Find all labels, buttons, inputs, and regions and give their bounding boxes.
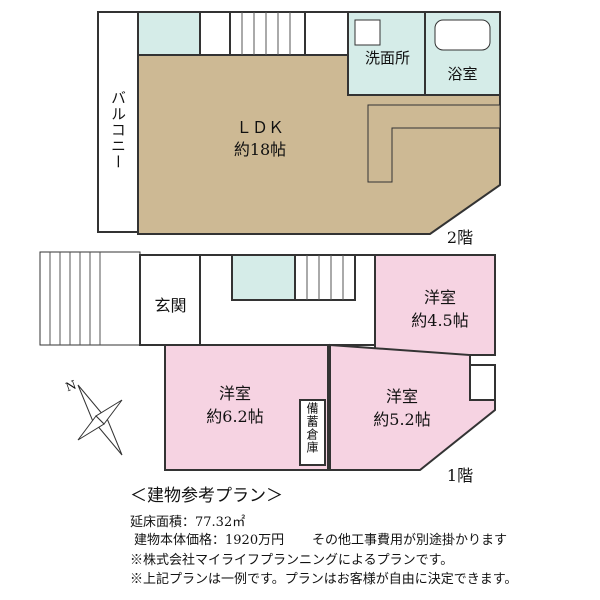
note-example: ※上記プランは一例です。プランはお客様が自由に決定できます。 (130, 572, 518, 587)
entrance-area (139, 254, 201, 346)
sink (354, 19, 381, 46)
bathtub (434, 19, 491, 51)
toilet-1f (231, 254, 296, 301)
balcony (97, 11, 139, 233)
ldk-name: ＬＤＫ (235, 118, 284, 137)
stairs-1f (294, 254, 356, 301)
room-c-name: 洋室 (385, 387, 418, 406)
entrance-label: 玄関 (154, 296, 187, 315)
first-floor (39, 251, 496, 471)
storage-area (299, 399, 326, 466)
ldk-size: 約18帖 (233, 140, 287, 159)
floor-area: 延床面積：77.32㎡ (130, 515, 246, 530)
floor1-label: 1階 (446, 466, 474, 485)
hall-2f (199, 11, 231, 56)
stair-lines-2f (241, 12, 291, 55)
note-planner: ※株式会社マイライフプランニングによるプランです。 (130, 553, 454, 568)
room-c-size: 約5.2帖 (373, 410, 431, 429)
kitchen-counter (367, 104, 501, 183)
washroom-label: 洗面所 (364, 49, 410, 67)
closet-2f (304, 11, 349, 56)
plan-title: ＜建物参考プラン＞ (130, 486, 283, 506)
extra-cost-note: その他工事費用が別途掛かります (312, 533, 508, 548)
stairs-2f (229, 11, 306, 56)
room-a-area (374, 254, 496, 356)
room-a-name: 洋室 (423, 288, 456, 307)
room-b-size: 約6.2帖 (206, 407, 264, 426)
floor2-label: 2階 (446, 228, 474, 247)
bathroom-label: 浴室 (447, 65, 478, 83)
closet-1f (469, 364, 496, 401)
room-a-size: 約4.5帖 (411, 311, 469, 330)
building-price: 建物本体価格：1920万円 (134, 533, 285, 548)
second-floor (97, 11, 501, 235)
compass-icon (77, 384, 123, 456)
room-b-name: 洋室 (218, 384, 251, 403)
stair-lines-1f (49, 252, 344, 345)
room-c-area (329, 343, 496, 471)
storage-label: 備蓄倉庫 (305, 402, 319, 454)
toilet-2f (137, 11, 201, 56)
balcony-label: バルコニー (109, 90, 127, 170)
